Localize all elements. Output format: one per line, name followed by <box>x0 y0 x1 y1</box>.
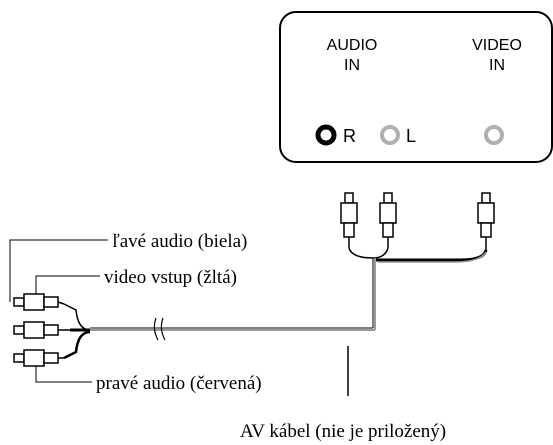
leader-left-audio <box>9 239 108 302</box>
cable-top-audio-join <box>348 247 389 259</box>
label-video-input: video vstup (žltá) <box>104 267 237 288</box>
cable-break-mark-1 <box>153 317 159 341</box>
leader-right-audio <box>35 366 92 383</box>
input-panel <box>279 11 553 163</box>
left-plug-red <box>13 349 64 367</box>
cable-top-video <box>376 249 488 262</box>
cable-left-lower <box>63 330 91 360</box>
jack-l-label: L <box>406 126 416 146</box>
left-plug-yellow <box>13 321 70 339</box>
top-plug-video <box>477 192 495 250</box>
label-av-cable: AV kábel (nie je priložený) <box>240 421 446 442</box>
left-plug-white <box>13 293 65 311</box>
video-jack <box>484 125 504 145</box>
leader-video-input <box>35 275 100 294</box>
jack-r-label: R <box>343 126 356 146</box>
cable-top-video-gray <box>378 251 487 263</box>
cable-break-mark-2 <box>160 317 166 341</box>
audio-in-label-line2: IN <box>344 57 360 74</box>
audio-r-jack <box>315 124 337 146</box>
top-plug-r <box>340 192 358 248</box>
video-in-label-line1: VIDEO <box>472 37 522 54</box>
video-in-label-line2: IN <box>489 57 505 74</box>
audio-l-jack <box>380 125 400 145</box>
label-right-audio: pravé audio (červená) <box>96 373 262 394</box>
cable-left-upper <box>63 303 91 331</box>
top-plug-l <box>379 192 397 248</box>
audio-in-label-line1: AUDIO <box>327 37 378 54</box>
label-left-audio: ľavé audio (biela) <box>112 231 247 252</box>
